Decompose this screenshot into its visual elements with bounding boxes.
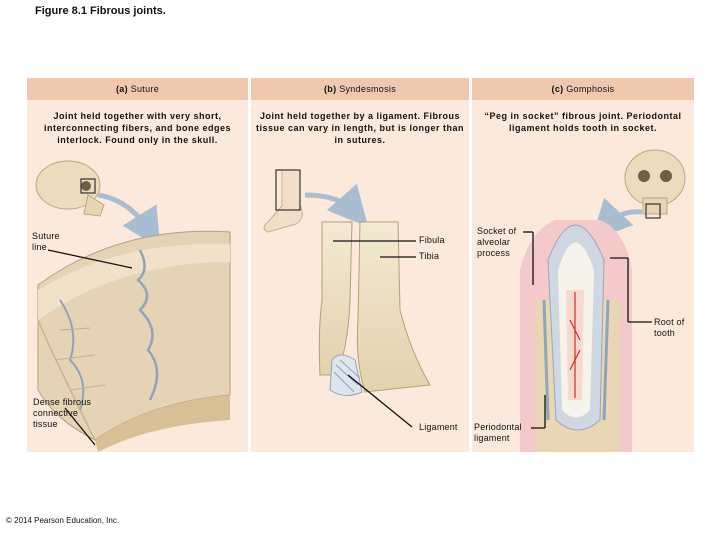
tibia-fibula-bones xyxy=(318,221,431,396)
skull-front-icon xyxy=(624,149,686,219)
label-suture-line: Suture line xyxy=(32,231,60,252)
figure-title: Figure 8.1 Fibrous joints. xyxy=(35,5,166,17)
panel-syndesmosis-letter: (b) xyxy=(323,84,337,94)
skull-side-icon xyxy=(35,160,105,217)
panel-suture-name: Suture xyxy=(130,84,160,94)
label-root: Root of tooth xyxy=(654,317,685,338)
foot-leg-icon xyxy=(263,169,303,233)
suture-arrow xyxy=(97,192,161,249)
label-socket: Socket of alveolar process xyxy=(477,226,517,258)
suture-line-leader xyxy=(47,249,133,269)
panel-gomphosis-header: (c) Gomphosis xyxy=(472,78,694,100)
panel-suture-letter: (a) xyxy=(115,84,128,94)
panel-suture-description: Joint held together with very short, int… xyxy=(43,111,232,145)
label-tibia: Tibia xyxy=(419,251,440,261)
panel-gomphosis-description: “Peg in socket” fibrous joint. Periodont… xyxy=(484,111,682,133)
syndesmosis-arrow xyxy=(304,183,369,227)
panel-syndesmosis-description: Joint held together by a ligament. Fibro… xyxy=(255,111,465,145)
panel-syndesmosis-name: Syndesmosis xyxy=(339,84,397,94)
ligament-leader xyxy=(347,374,413,428)
panel-gomphosis-name: Gomphosis xyxy=(566,84,615,94)
label-fibula: Fibula xyxy=(419,235,445,245)
panel-syndesmosis-header: (b) Syndesmosis xyxy=(251,78,469,100)
panel-gomphosis-letter: (c) xyxy=(551,84,564,94)
gomphosis-arrow xyxy=(591,197,643,241)
label-dense-fibrous: Dense fibrous connective tissue xyxy=(33,397,92,429)
suture-bone-slab xyxy=(37,230,231,452)
copyright-notice: © 2014 Pearson Education, Inc. xyxy=(6,516,120,525)
label-ligament: Ligament xyxy=(419,422,458,432)
panel-suture-header: (a) Suture xyxy=(27,78,248,100)
label-periodontal: Periodontal ligament xyxy=(474,422,522,443)
dense-fibrous-leader xyxy=(64,407,96,446)
tooth-socket xyxy=(520,220,632,452)
